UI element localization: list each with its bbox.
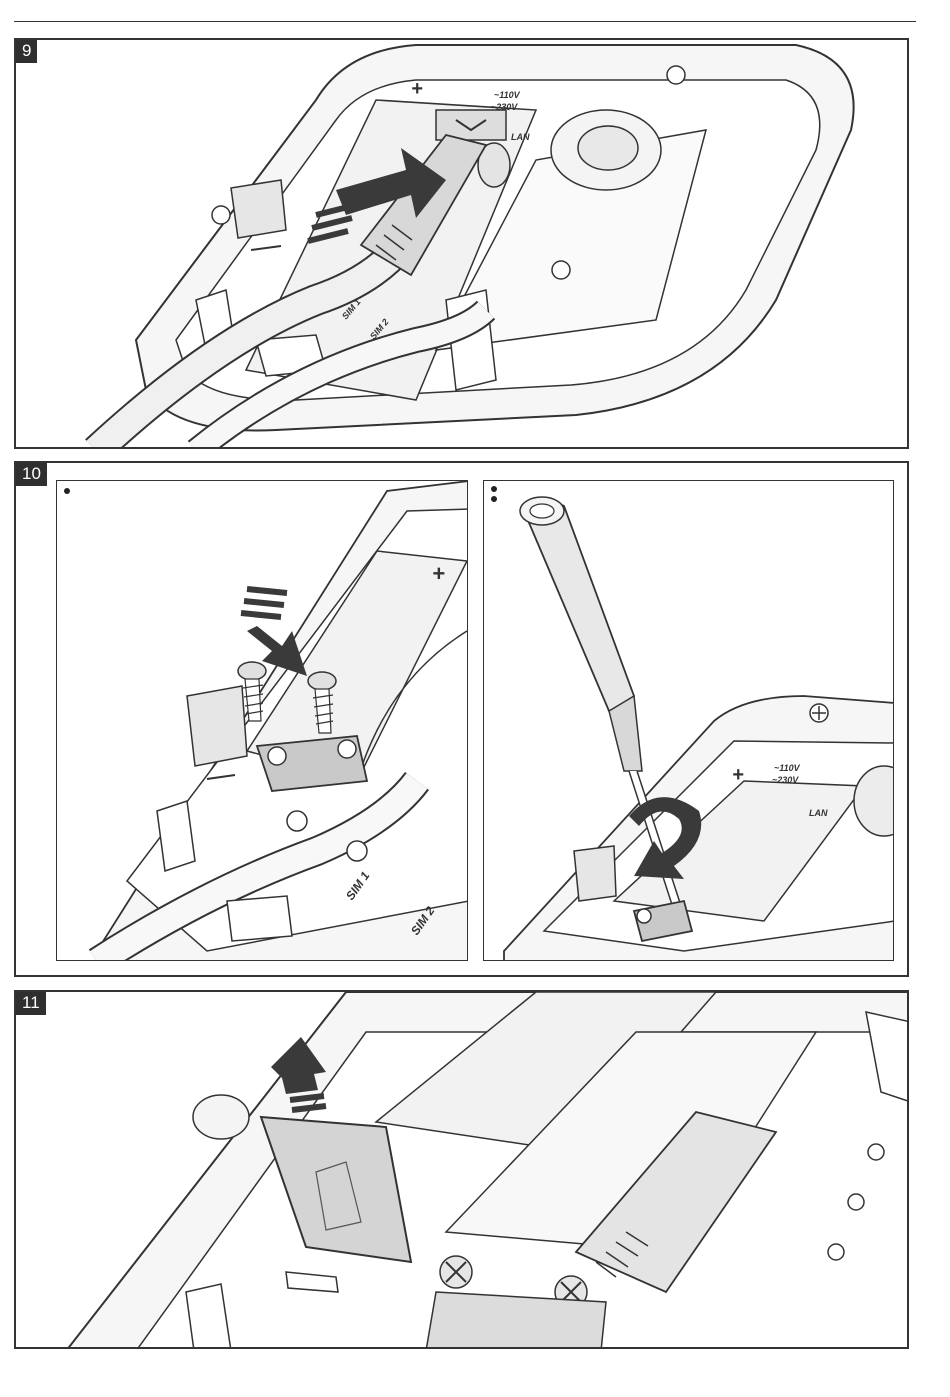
step-9-panel: 9 ~110V ~ bbox=[14, 38, 909, 449]
step-10-subpanel-a: + SIM 1 SIM 2 bbox=[56, 480, 468, 961]
plus-label: + bbox=[732, 764, 744, 786]
step-number-9: 9 bbox=[16, 40, 37, 63]
step-10a-illustration: + SIM 1 SIM 2 bbox=[57, 481, 468, 961]
voltage-label-bottom: ~230V bbox=[772, 775, 799, 785]
voltage-label-top: ~110V bbox=[774, 763, 801, 773]
tamper-tab bbox=[574, 846, 616, 901]
cable-clamp bbox=[426, 1292, 606, 1349]
screw-boss bbox=[212, 206, 230, 224]
tamper-tab bbox=[231, 180, 286, 238]
step-10-subpanel-b: ~110V ~230V LAN + bbox=[483, 480, 894, 961]
voltage-label-bottom: ~230V bbox=[491, 102, 518, 112]
step-number-11: 11 bbox=[16, 992, 46, 1015]
top-rule bbox=[14, 21, 916, 22]
sub-step-marker-2b bbox=[491, 496, 497, 502]
plus-label: + bbox=[411, 78, 423, 100]
lan-label: LAN bbox=[511, 132, 530, 142]
step-number-10: 10 bbox=[16, 463, 47, 486]
plus-label: + bbox=[432, 561, 445, 586]
voltage-label-top: ~110V bbox=[494, 90, 521, 100]
step-10-panel: 10 bbox=[14, 461, 909, 977]
mounting-hole bbox=[193, 1095, 249, 1139]
step-10b-illustration: ~110V ~230V LAN + bbox=[484, 481, 894, 961]
sub-step-marker-2a bbox=[491, 486, 497, 492]
step-9-illustration: ~110V ~230V LAN + SIM 1 SIM 2 bbox=[16, 40, 909, 449]
clamp-screw-left bbox=[440, 1256, 472, 1288]
sub-step-marker-1 bbox=[64, 488, 70, 494]
step-11-panel: 11 bbox=[14, 990, 909, 1349]
lan-label: LAN bbox=[809, 808, 828, 818]
step-11-illustration bbox=[16, 992, 909, 1349]
tamper-tab bbox=[187, 686, 247, 766]
